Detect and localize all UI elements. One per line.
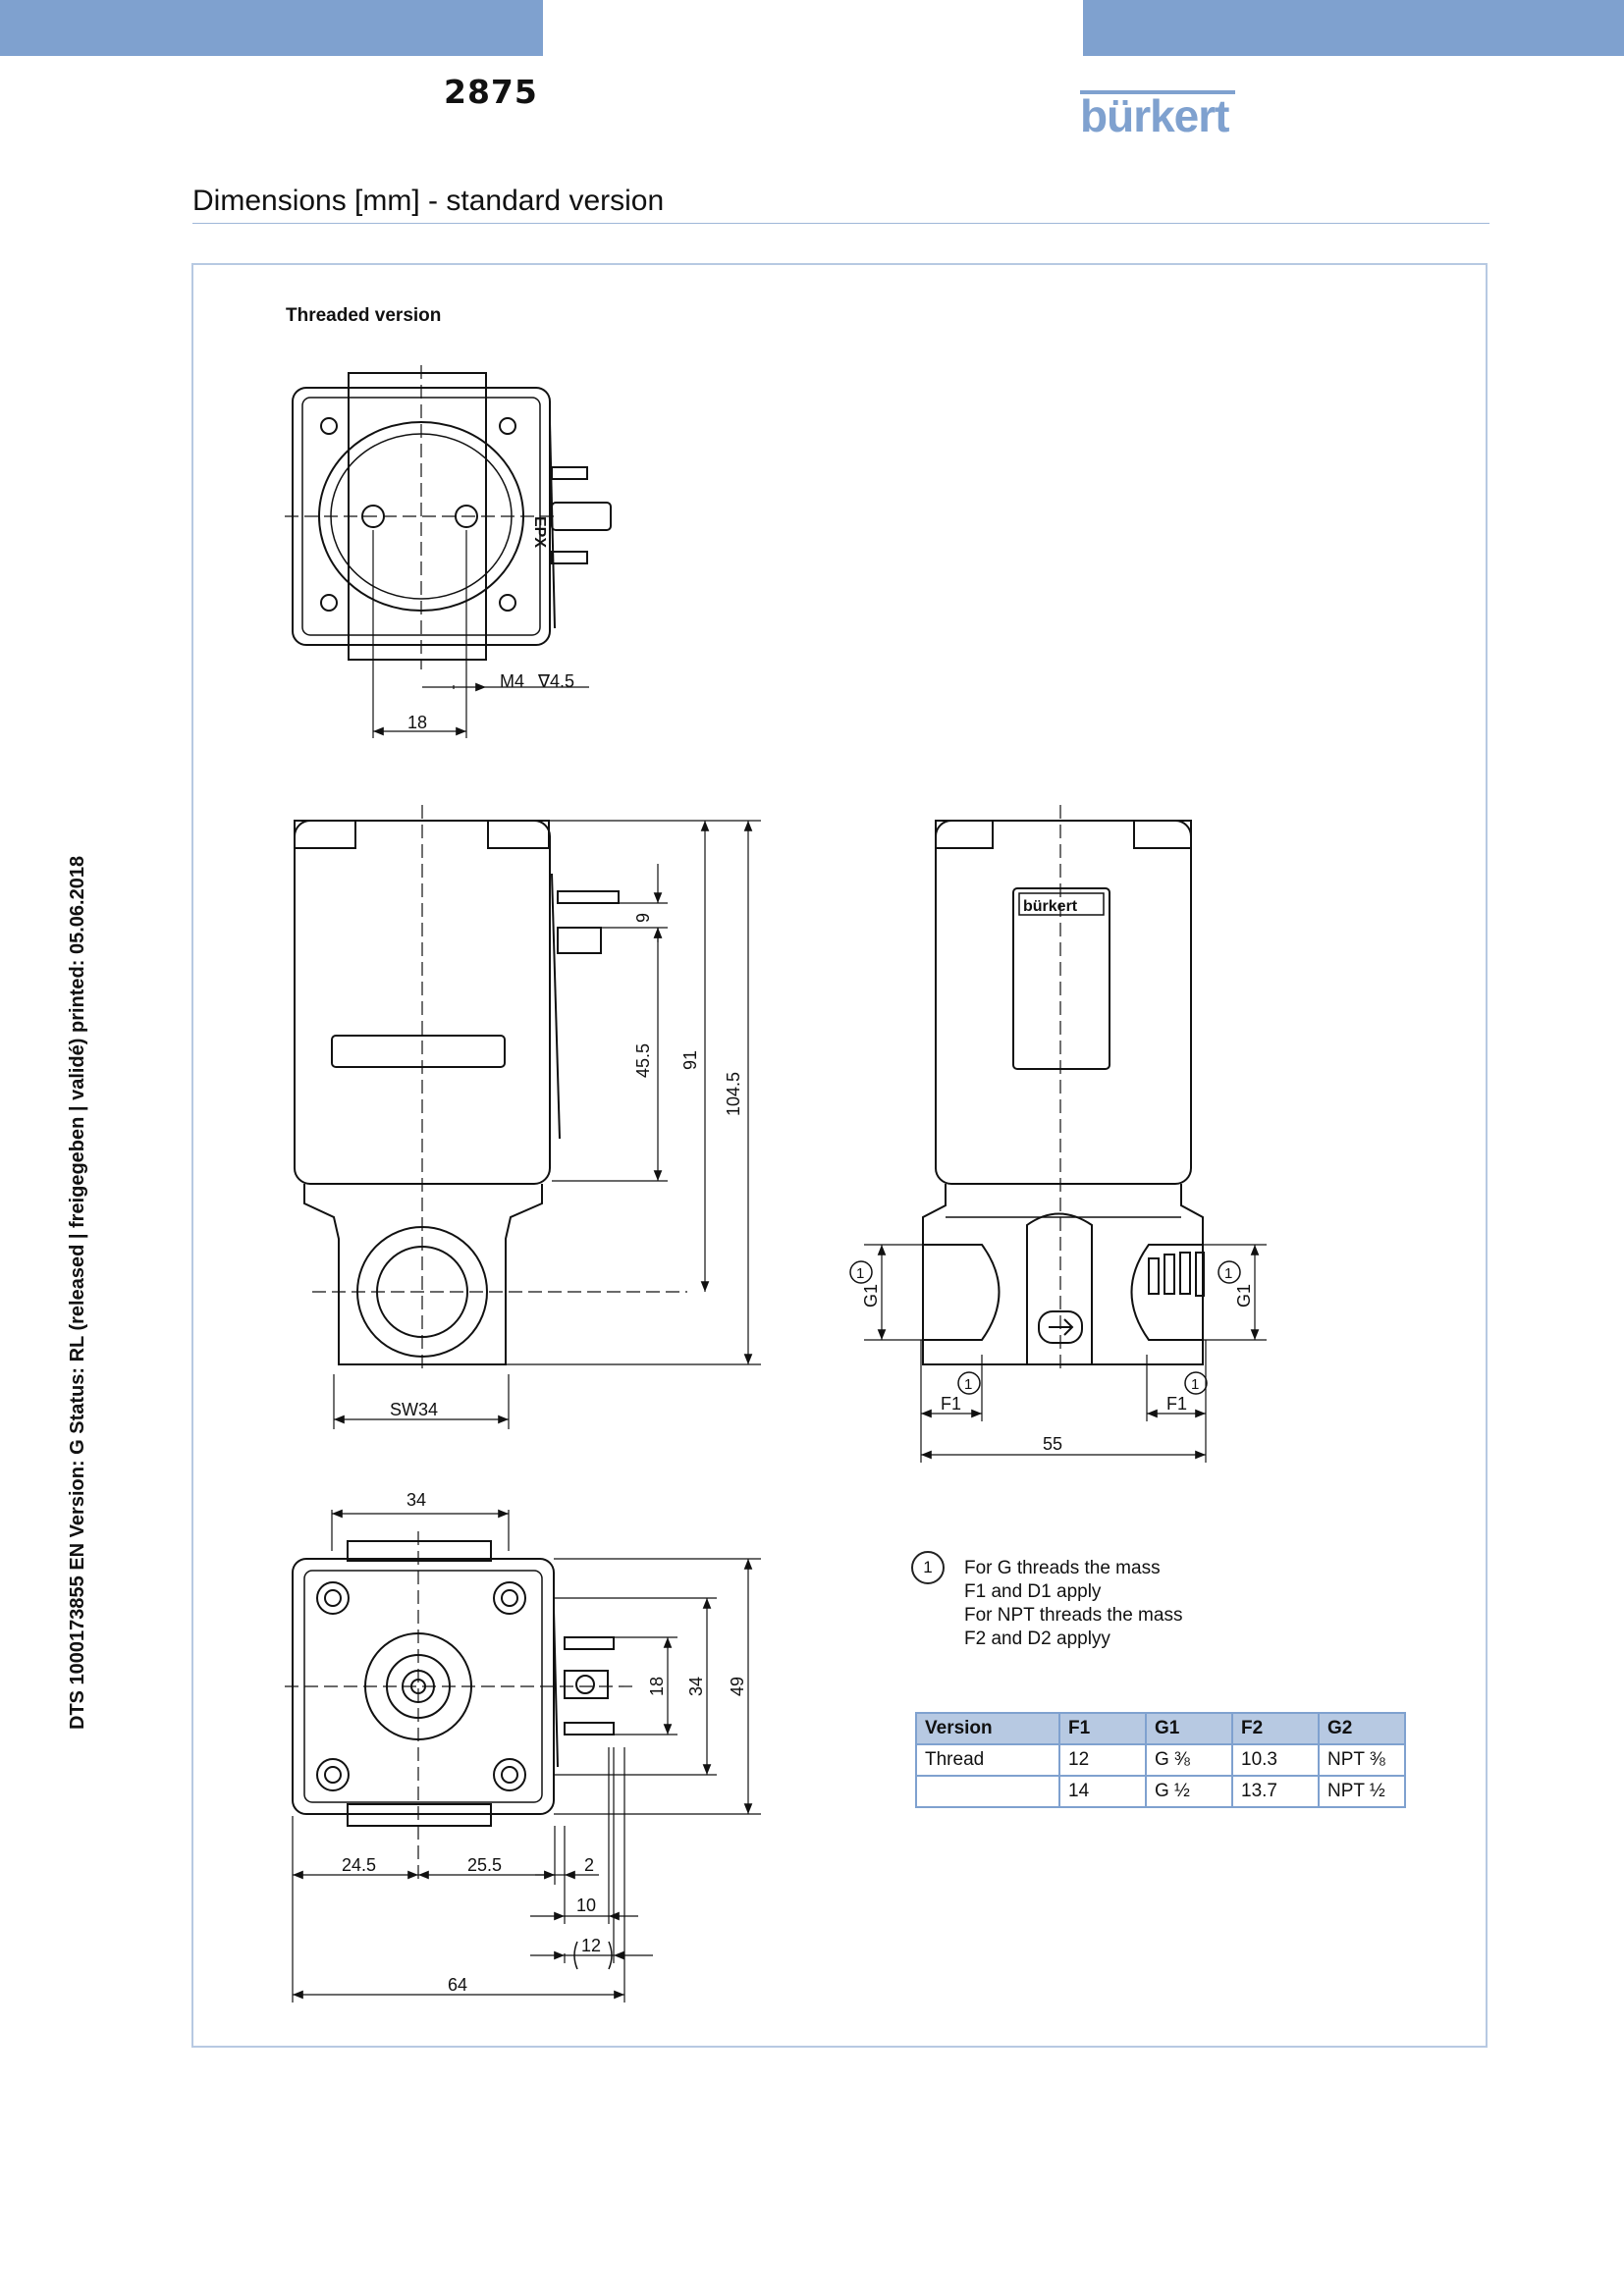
dim-bottom-34-top: 34 [406, 1490, 426, 1510]
logo-accent-bar [1080, 90, 1235, 94]
table-header: G1 [1145, 1712, 1233, 1745]
table-cell: NPT ⅜ [1318, 1743, 1406, 1777]
note-line: For NPT threads the mass [964, 1605, 1183, 1626]
table-cell: 13.7 [1231, 1775, 1320, 1808]
dim-side-f1-right: F1 [1166, 1394, 1187, 1414]
table-cell: NPT ½ [1318, 1775, 1406, 1808]
ref-marker-4: 1 [1191, 1376, 1199, 1393]
dim-side-55: 55 [1043, 1434, 1062, 1454]
dim-front-sw34: SW34 [390, 1400, 438, 1419]
dim-bottom-49: 49 [728, 1677, 747, 1696]
ref-marker-1: 1 [856, 1265, 864, 1282]
dim-bottom-25-5: 25.5 [467, 1855, 502, 1875]
dim-bottom-34: 34 [686, 1677, 706, 1696]
model-number: 2875 [444, 73, 538, 111]
section-title: Dimensions [mm] - standard version [192, 185, 665, 217]
table-header-row: Version F1 G1 F2 G2 [915, 1712, 1406, 1745]
drawing-subtitle: Threaded version [286, 305, 442, 326]
dim-front-45-5: 45.5 [633, 1043, 653, 1078]
ref-marker-2: 1 [1224, 1265, 1232, 1282]
dim-side-f1-left: F1 [941, 1394, 961, 1414]
dim-bottom-12: 12 [581, 1936, 601, 1955]
drawing-frame [191, 263, 1488, 2048]
table-header: F1 [1058, 1712, 1147, 1745]
table-header: Version [915, 1712, 1060, 1745]
table-cell: G ⅜ [1145, 1743, 1233, 1777]
header-bar-left [0, 0, 543, 56]
brand-logo-text: bürkert [1080, 90, 1229, 141]
ref-marker-3: 1 [964, 1376, 972, 1393]
note-text: For G threads the mass F1 and D1 apply F… [964, 1557, 1182, 1651]
table-row: Thread 12 G ⅜ 10.3 NPT ⅜ [915, 1743, 1406, 1777]
dim-side-g1-left: G1 [861, 1284, 881, 1308]
note-marker: 1 [911, 1551, 945, 1584]
table-cell: G ½ [1145, 1775, 1233, 1808]
depth-label: ∇4.5 [537, 671, 574, 691]
brand-logo: bürkert [1080, 90, 1237, 141]
dim-front-91: 91 [680, 1050, 700, 1070]
bottom-view [285, 1509, 761, 2002]
thread-label: M4 [500, 671, 524, 691]
table-row: 14 G ½ 13.7 NPT ½ [915, 1775, 1406, 1808]
note-line: F2 and D2 applyy [964, 1629, 1110, 1649]
top-view [285, 365, 612, 738]
thread-dimensions-table: Version F1 G1 F2 G2 Thread 12 G ⅜ 10.3 N… [915, 1712, 1406, 1808]
dim-top-18: 18 [407, 713, 427, 732]
coil-brand-label: bürkert [1023, 898, 1078, 915]
note-line: F1 and D1 apply [964, 1581, 1102, 1602]
table-cell: 12 [1058, 1743, 1147, 1777]
side-view [849, 805, 1267, 1463]
front-view [294, 805, 761, 1429]
table-header: G2 [1318, 1712, 1406, 1745]
table-cell: Thread [915, 1743, 1060, 1777]
title-divider [192, 223, 1489, 224]
dim-bottom-24-5: 24.5 [342, 1855, 376, 1875]
table-header: F2 [1231, 1712, 1320, 1745]
table-cell: 10.3 [1231, 1743, 1320, 1777]
dim-bottom-18: 18 [647, 1677, 667, 1696]
dim-front-9: 9 [633, 913, 653, 923]
dim-bottom-2: 2 [584, 1855, 594, 1875]
coil-mark: EPX [531, 516, 548, 548]
note-line: For G threads the mass [964, 1558, 1161, 1578]
table-cell [915, 1775, 1060, 1808]
header-bar-right [1083, 0, 1624, 56]
dim-bottom-64: 64 [448, 1975, 467, 1995]
dim-front-104-5: 104.5 [724, 1072, 743, 1116]
table-cell: 14 [1058, 1775, 1147, 1808]
dim-bottom-10: 10 [576, 1896, 596, 1915]
dim-side-g1-right: G1 [1234, 1284, 1254, 1308]
